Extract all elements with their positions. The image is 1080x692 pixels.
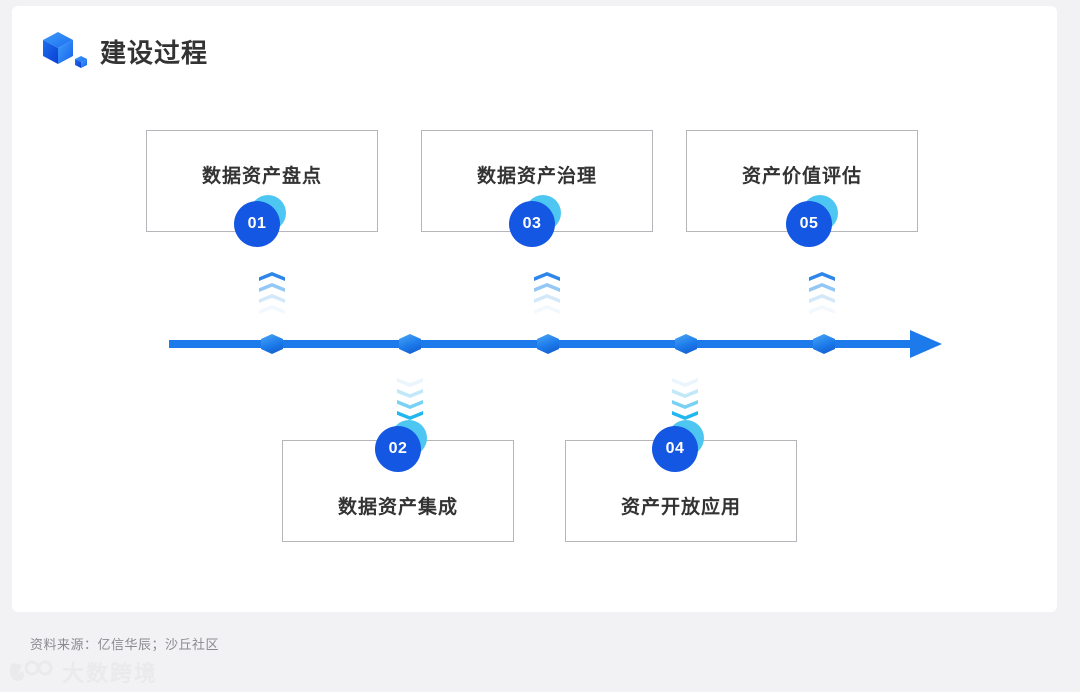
badge-number: 01 [247, 215, 267, 232]
chevron-up-stack [259, 272, 285, 314]
page-title: 建设过程 [100, 37, 209, 68]
stage-label: 资产价值评估 [741, 165, 862, 187]
stage-label: 资产开放应用 [620, 496, 741, 518]
right-arrow-icon [910, 330, 942, 358]
chevron-up-stack [534, 272, 560, 314]
stage-label: 数据资产集成 [337, 496, 458, 518]
timeline-node [675, 334, 697, 354]
cube-icon [42, 30, 90, 72]
stage-badge-04: 04 [652, 420, 704, 472]
stage-badge-05: 05 [786, 195, 838, 247]
timeline-node [399, 334, 421, 354]
stage-badge-01: 01 [234, 195, 286, 247]
source-note: 资料来源：亿信华辰；沙丘社区 [30, 637, 220, 652]
slide-header: 建设过程 [42, 30, 208, 72]
chevron-up-stack [809, 272, 835, 314]
badge-main-circle: 02 [375, 426, 421, 472]
badge-main-circle: 04 [652, 426, 698, 472]
chevron-down-stack [672, 378, 698, 420]
badge-main-circle: 03 [509, 201, 555, 247]
watermark-logo-icon [8, 659, 56, 685]
stage-badge-02: 02 [375, 420, 427, 472]
stage-badge-03: 03 [509, 195, 561, 247]
timeline-node [813, 334, 835, 354]
badge-number: 04 [665, 440, 685, 457]
stage-label: 数据资产治理 [476, 165, 597, 187]
timeline-node [537, 334, 559, 354]
badge-main-circle: 01 [234, 201, 280, 247]
badge-number: 05 [799, 215, 819, 232]
badge-main-circle: 05 [786, 201, 832, 247]
badge-number: 02 [388, 440, 408, 457]
watermark: 大数跨境 [8, 656, 158, 688]
stage-label: 数据资产盘点 [201, 165, 322, 187]
badge-number: 03 [522, 215, 542, 232]
slide-card: 建设过程 数据资产盘点 [12, 6, 1057, 612]
chevron-down-stack [397, 378, 423, 420]
watermark-text: 大数跨境 [62, 661, 159, 686]
timeline-node [261, 334, 283, 354]
